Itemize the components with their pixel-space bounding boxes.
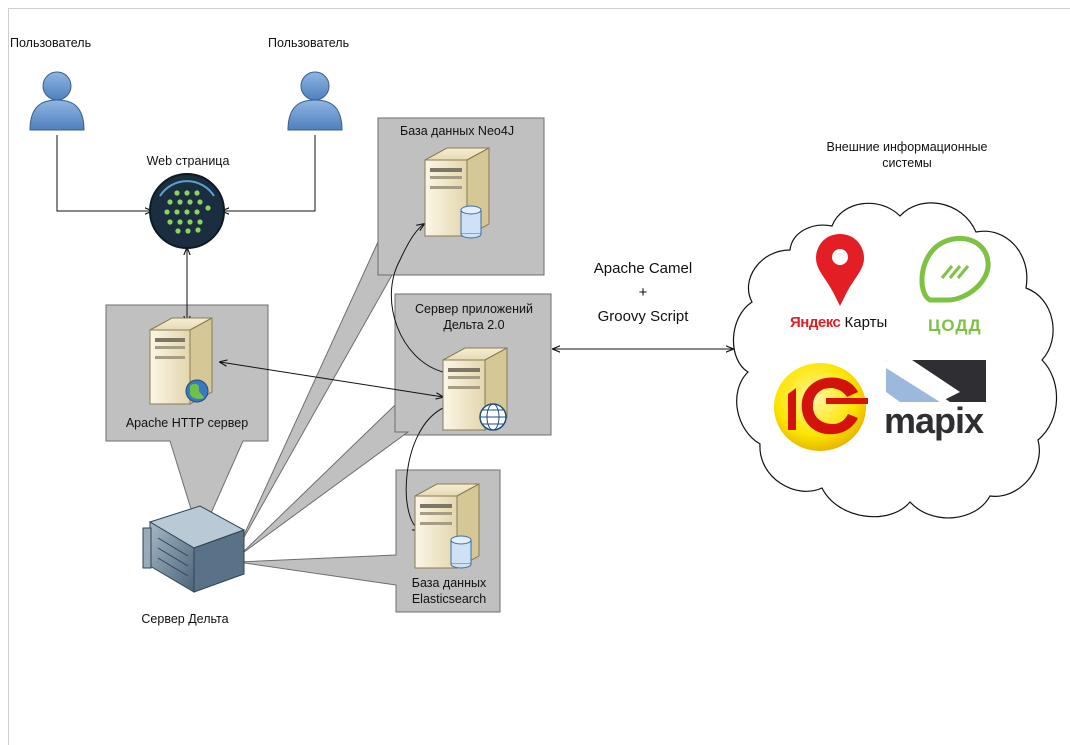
integration-line-3: Groovy Script — [597, 308, 689, 325]
user-left-label: Пользователь — [10, 36, 92, 50]
delta-server-label: Сервер Дельта — [141, 612, 229, 626]
neo4j-server-icon — [424, 147, 490, 239]
apache-label: Apache HTTP сервер — [125, 416, 249, 430]
external-title-1: Внешние информационные — [826, 140, 988, 154]
integration-line-2: + — [638, 284, 648, 301]
image-frame — [8, 8, 1070, 745]
neo4j-label: База данных Neo4J — [400, 124, 515, 138]
yandex-text-rest: Карты — [840, 314, 888, 331]
mapix-logo — [886, 360, 986, 402]
external-title-2: системы — [882, 156, 932, 170]
codd-text: ЦОДД — [928, 316, 982, 335]
elastic-server-icon — [414, 483, 480, 569]
onec-logo — [774, 363, 868, 451]
codd-logo — [919, 235, 991, 303]
yandex-maps-text: Яндекс Карты — [790, 314, 887, 332]
delta-server-icon — [142, 505, 246, 593]
apache-server-icon — [149, 317, 213, 405]
yandex-text-bold: Яндекс — [790, 314, 841, 331]
app-server-label-2: Дельта 2.0 — [443, 318, 505, 332]
app-server-label-1: Сервер приложений — [415, 302, 533, 316]
web-page-icon — [149, 173, 225, 249]
connectors — [56, 135, 733, 530]
user-right-label: Пользователь — [268, 36, 350, 50]
integration-line-1: Apache Camel — [593, 260, 693, 277]
mapix-text: mapix — [884, 400, 984, 441]
web-page-label: Web страница — [146, 154, 230, 168]
elastic-label-1: База данных — [411, 576, 487, 590]
app-callout-tail — [239, 403, 410, 556]
yandex-maps-logo — [816, 234, 864, 306]
user-left-icon — [29, 71, 85, 131]
user-right-icon — [287, 71, 343, 131]
elastic-label-2: Elasticsearch — [411, 592, 487, 606]
app-server-icon — [442, 347, 508, 431]
